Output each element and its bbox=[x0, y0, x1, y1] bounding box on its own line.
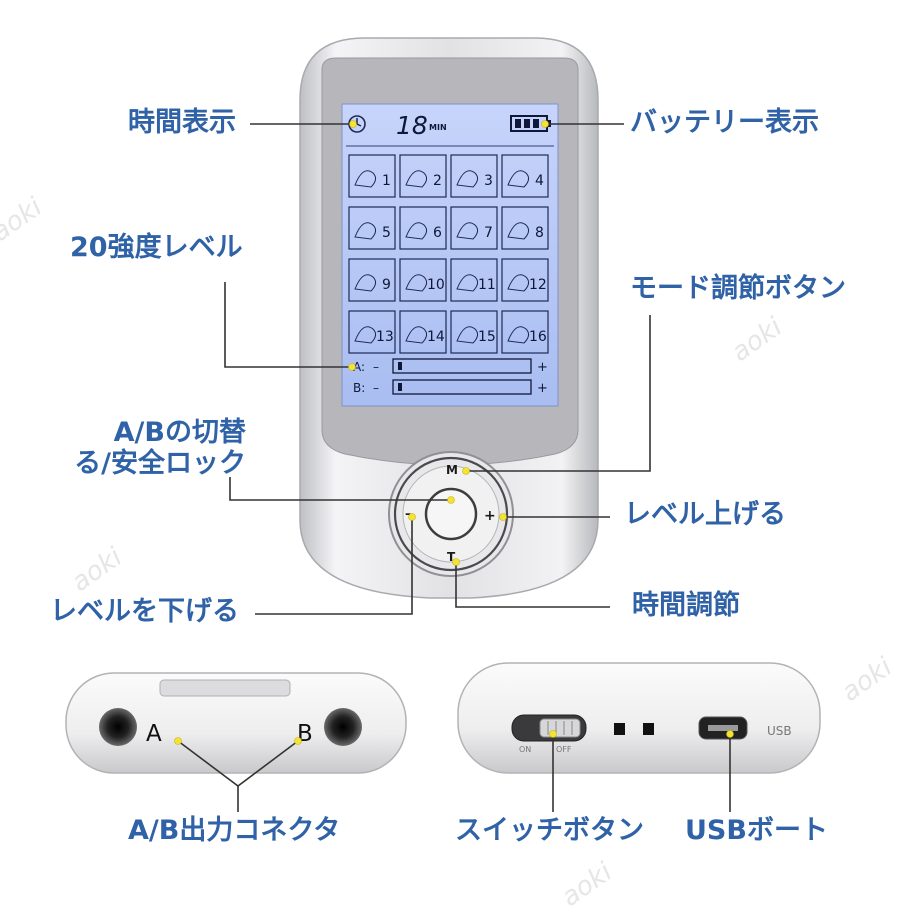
mode-tile: 8 bbox=[501, 206, 549, 250]
mode-tile: 16 bbox=[501, 310, 549, 354]
callout-battery-display: バッテリー表示 bbox=[630, 107, 819, 138]
body-part-icon bbox=[354, 326, 377, 344]
mode-number: 2 bbox=[433, 173, 442, 189]
callout-level-up: レベル上げる bbox=[624, 499, 786, 530]
lcd-screen bbox=[341, 103, 559, 407]
mode-number: 11 bbox=[478, 277, 496, 293]
body-part-icon bbox=[354, 170, 377, 188]
mode-tile: 14 bbox=[399, 310, 447, 354]
time-button-label: T bbox=[447, 550, 456, 564]
mode-number: 8 bbox=[535, 225, 544, 241]
body-part-icon bbox=[456, 170, 479, 188]
channel-b-label: B: bbox=[353, 381, 365, 395]
channel-b-minus: – bbox=[373, 381, 379, 395]
mode-tile: 1 bbox=[348, 154, 396, 198]
leader-level bbox=[224, 282, 352, 368]
center-button bbox=[424, 487, 478, 541]
channel-a-plus: + bbox=[537, 360, 548, 375]
usb-label: USB bbox=[767, 724, 792, 738]
mode-number: 10 bbox=[427, 277, 445, 293]
timer-value: 18 bbox=[396, 111, 428, 140]
callout-level-down: レベルを下げる bbox=[50, 596, 239, 627]
callout-usb-port: USBボート bbox=[685, 815, 828, 846]
mode-number: 1 bbox=[382, 173, 391, 189]
channel-b-row: B: – + bbox=[353, 379, 548, 396]
mode-number: 12 bbox=[529, 277, 547, 293]
indicator-led-2 bbox=[643, 723, 654, 735]
mode-number: 16 bbox=[529, 329, 547, 345]
mode-tile: 4 bbox=[501, 154, 549, 198]
mode-number: 4 bbox=[535, 173, 544, 189]
mode-number: 7 bbox=[484, 225, 493, 241]
mode-number: 13 bbox=[376, 329, 394, 345]
body-part-icon bbox=[354, 222, 377, 240]
connector-panel: A B bbox=[65, 672, 407, 774]
channel-a-row: A: – + bbox=[353, 358, 548, 375]
body-part-icon bbox=[405, 326, 428, 344]
mode-number: 14 bbox=[427, 329, 445, 345]
body-part-icon bbox=[405, 274, 428, 292]
indicator-led-1 bbox=[614, 723, 625, 735]
body-part-icon bbox=[456, 222, 479, 240]
mode-tile: 6 bbox=[399, 206, 447, 250]
callout-intensity-level: 20強度レベル bbox=[70, 232, 243, 263]
control-wheel: M T – + bbox=[388, 451, 514, 577]
mode-tile: 12 bbox=[501, 258, 549, 302]
mode-tile: 15 bbox=[450, 310, 498, 354]
body-part-icon bbox=[405, 222, 428, 240]
channel-a-label: A: bbox=[353, 360, 365, 374]
leader-level-down bbox=[255, 517, 413, 615]
callout-mode-button: モード調節ボタン bbox=[630, 273, 846, 304]
leader-ab-switch bbox=[229, 477, 451, 501]
callout-switch-button: スイッチボタン bbox=[455, 815, 644, 846]
jack-b bbox=[324, 708, 362, 746]
callout-ab-switch-line2: る/安全ロック bbox=[74, 448, 246, 480]
channel-b-plus: + bbox=[537, 381, 548, 396]
leader-mode bbox=[466, 315, 651, 472]
switch-off-label: OFF bbox=[556, 745, 572, 754]
mode-tile: 2 bbox=[399, 154, 447, 198]
callout-ab-switch-line1: A/Bの切替 bbox=[113, 417, 246, 448]
mode-tile: 11 bbox=[450, 258, 498, 302]
mode-button-label: M bbox=[446, 463, 458, 477]
body-part-icon bbox=[507, 274, 530, 292]
mode-tile: 3 bbox=[450, 154, 498, 198]
timer-unit: MIN bbox=[429, 123, 447, 132]
mode-tile: 13 bbox=[348, 310, 396, 354]
mode-number: 9 bbox=[382, 277, 391, 293]
callout-time-display: 時間表示 bbox=[128, 107, 236, 138]
body-part-icon bbox=[354, 274, 377, 292]
body-part-icon bbox=[507, 326, 530, 344]
mode-tile: 9 bbox=[348, 258, 396, 302]
body-part-icon bbox=[456, 274, 479, 292]
jack-a bbox=[99, 708, 137, 746]
switch-on-label: ON bbox=[519, 745, 531, 754]
switch-panel: ON OFF USB bbox=[457, 662, 821, 774]
body-part-icon bbox=[405, 170, 428, 188]
callout-ab-connector: A/B出力コネクタ bbox=[128, 815, 341, 846]
port-a-label: A bbox=[146, 721, 162, 747]
callout-time-adjust: 時間調節 bbox=[632, 590, 740, 621]
mode-number: 6 bbox=[433, 225, 442, 241]
body-part-icon bbox=[456, 326, 479, 344]
mode-tile: 7 bbox=[450, 206, 498, 250]
body-part-icon bbox=[507, 170, 530, 188]
leader-time-adjust bbox=[455, 562, 610, 608]
mode-tile: 10 bbox=[399, 258, 447, 302]
body-part-icon bbox=[507, 222, 530, 240]
minus-button-label: – bbox=[405, 507, 412, 522]
callout-ab-switch: A/Bの切替 る/安全ロック bbox=[70, 417, 246, 479]
plus-button-label: + bbox=[484, 508, 496, 524]
mode-tile: 5 bbox=[348, 206, 396, 250]
channel-a-minus: – bbox=[373, 360, 379, 374]
mode-number: 3 bbox=[484, 173, 493, 189]
mode-number: 5 bbox=[382, 225, 391, 241]
mode-number: 15 bbox=[478, 329, 496, 345]
